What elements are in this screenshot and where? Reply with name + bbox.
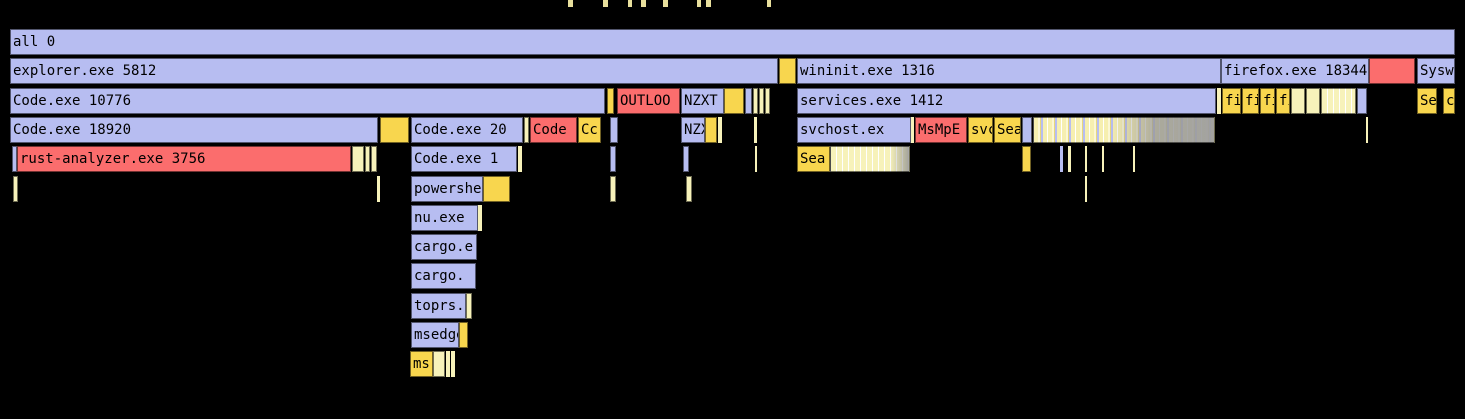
flame-frame[interactable]: [451, 351, 455, 377]
flame-frame[interactable]: [459, 322, 468, 348]
flame-frame[interactable]: [754, 117, 757, 143]
flame-frame[interactable]: [433, 351, 445, 377]
flame-frame-services-exe-1412[interactable]: services.exe 1412: [797, 88, 1216, 114]
flame-frame[interactable]: [483, 176, 510, 202]
flame-frame-code-exe-10776[interactable]: Code.exe 10776: [10, 88, 605, 114]
flame-frame-ms[interactable]: ms: [410, 351, 433, 377]
flame-frame-all-0[interactable]: all 0: [10, 29, 1455, 55]
title-fragment: [628, 0, 632, 7]
flame-frame[interactable]: [1085, 176, 1087, 202]
flame-frame[interactable]: [683, 146, 689, 172]
flame-frame-toprs[interactable]: toprs.: [411, 293, 466, 319]
flame-frame-outloo[interactable]: OUTLOO: [617, 88, 680, 114]
flame-frame-code-exe-20[interactable]: Code.exe 20: [411, 117, 523, 143]
flame-frame-fi[interactable]: fi: [1260, 88, 1275, 114]
flame-frame-msmpe[interactable]: MsMpE: [915, 117, 967, 143]
flame-frame[interactable]: [765, 88, 770, 114]
flame-frame[interactable]: [686, 176, 692, 202]
flame-frame[interactable]: [371, 146, 377, 172]
flame-frame[interactable]: [1022, 146, 1031, 172]
flame-frame[interactable]: [1060, 146, 1063, 172]
flame-frame-code[interactable]: Code: [530, 117, 577, 143]
flame-frame-wininit-exe-1316[interactable]: wininit.exe 1316: [797, 58, 1221, 84]
flame-frame[interactable]: [718, 117, 722, 143]
flame-frame[interactable]: [1085, 146, 1087, 172]
flame-frame[interactable]: [759, 88, 764, 114]
title-fragment: [568, 0, 573, 7]
flame-frame-cc[interactable]: Cc: [578, 117, 601, 143]
flame-frame[interactable]: [724, 88, 744, 114]
flame-frame[interactable]: [610, 117, 618, 143]
title-fragment: [603, 0, 608, 7]
flame-frame[interactable]: [377, 176, 380, 202]
flame-frame-fir[interactable]: fir: [1222, 88, 1241, 114]
flame-frame[interactable]: [518, 146, 522, 172]
flame-frame-powershe[interactable]: powershe: [411, 176, 483, 202]
flame-frame[interactable]: [705, 117, 717, 143]
flame-frame-svc[interactable]: svc: [968, 117, 993, 143]
flame-frame[interactable]: [1033, 117, 1215, 143]
flame-frame[interactable]: [911, 117, 914, 143]
flame-frame-cargo-e[interactable]: cargo.e: [411, 234, 477, 260]
flame-frame[interactable]: [365, 146, 370, 172]
flame-frame-nu-exe[interactable]: nu.exe: [411, 205, 478, 231]
flame-frame[interactable]: [380, 117, 409, 143]
flame-frame[interactable]: [13, 176, 18, 202]
flame-frame[interactable]: [779, 58, 796, 84]
flame-frame[interactable]: [352, 146, 364, 172]
flame-frame-c[interactable]: c: [1443, 88, 1455, 114]
flame-frame-nzxt[interactable]: NZXT (: [681, 88, 724, 114]
title-fragment: [663, 0, 668, 7]
flame-frame[interactable]: [753, 88, 758, 114]
flame-frame-sysw[interactable]: Sysw: [1417, 58, 1455, 84]
flame-frame-code-exe-1[interactable]: Code.exe 1: [411, 146, 517, 172]
flame-frame-nzx[interactable]: NZX: [681, 117, 705, 143]
flame-frame-cargo[interactable]: cargo.: [411, 263, 476, 289]
flame-frame[interactable]: [1022, 117, 1032, 143]
flame-frame-sea[interactable]: Sea: [994, 117, 1021, 143]
flame-frame[interactable]: [466, 293, 472, 319]
flame-frame[interactable]: [610, 146, 616, 172]
flame-frame[interactable]: [1357, 88, 1367, 114]
flame-frame-sea[interactable]: Sea: [797, 146, 830, 172]
flame-frame[interactable]: [12, 146, 17, 172]
title-fragment: [641, 0, 646, 7]
flame-frame[interactable]: [830, 146, 910, 172]
title-fragment: [767, 0, 771, 7]
flame-frame[interactable]: [610, 176, 616, 202]
flame-frame[interactable]: [1366, 117, 1368, 143]
flame-frame-code-exe-18920[interactable]: Code.exe 18920: [10, 117, 378, 143]
flame-frame-msedge[interactable]: msedge: [411, 322, 459, 348]
flame-frame-se[interactable]: Se: [1417, 88, 1437, 114]
flame-frame-explorer-exe-5812[interactable]: explorer.exe 5812: [10, 58, 778, 84]
flame-frame-svchost-ex[interactable]: svchost.ex: [797, 117, 911, 143]
flame-frame[interactable]: [478, 205, 482, 231]
flame-frame[interactable]: [607, 88, 614, 114]
flame-frame[interactable]: [1133, 146, 1135, 172]
flame-frame-rust-analyzer-exe-3756[interactable]: rust-analyzer.exe 3756: [17, 146, 351, 172]
flame-frame[interactable]: [1321, 88, 1356, 114]
flame-frame[interactable]: [755, 146, 757, 172]
flame-frame-firefox-exe-18344[interactable]: firefox.exe 18344: [1221, 58, 1369, 84]
flame-frame[interactable]: [1217, 88, 1221, 114]
flame-frame[interactable]: [1102, 146, 1104, 172]
flame-frame-fi[interactable]: fi: [1276, 88, 1290, 114]
flame-frame[interactable]: [745, 88, 752, 114]
flame-frame[interactable]: [446, 351, 450, 377]
flame-frame[interactable]: [1306, 88, 1320, 114]
title-fragment: [706, 0, 711, 7]
flame-frame[interactable]: [1369, 58, 1415, 84]
title-fragment: [697, 0, 701, 7]
flame-frame-fi[interactable]: fi: [1242, 88, 1259, 114]
flame-frame[interactable]: [1068, 146, 1071, 172]
flame-frame[interactable]: [1291, 88, 1305, 114]
flame-frame[interactable]: [524, 117, 529, 143]
